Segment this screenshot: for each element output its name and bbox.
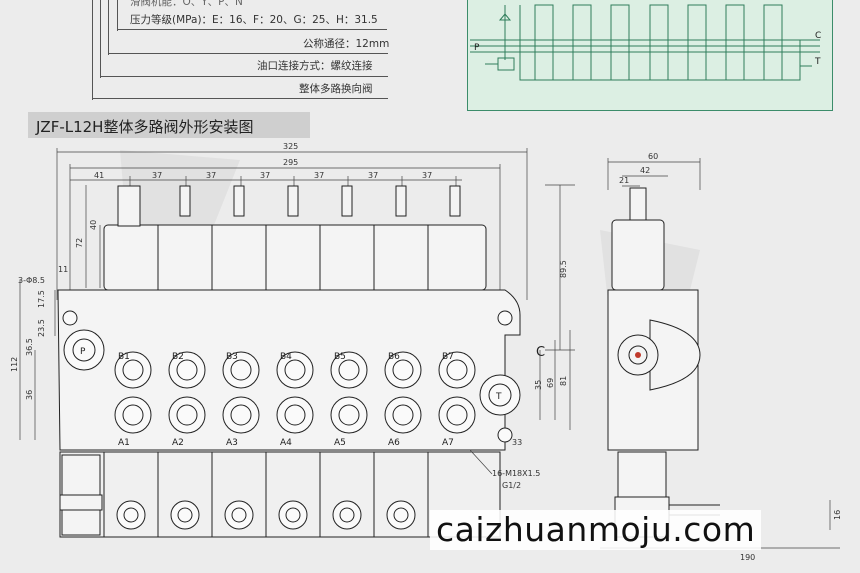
- watermark-text: caizhuanmoju.com: [430, 510, 762, 550]
- dim-33: 33: [512, 438, 522, 447]
- dim-23-5: 23.5: [37, 319, 46, 337]
- dim-35: 35: [534, 380, 543, 390]
- dim-36: 36: [25, 390, 34, 400]
- schematic-spools: [534, 4, 783, 81]
- spool-caps: [103, 224, 487, 291]
- side-view-body: [607, 187, 720, 538]
- handle-5: [341, 185, 353, 217]
- spec-leader-4: [117, 0, 118, 31]
- schematic-label-c: C: [815, 31, 821, 41]
- port-a7: A7: [442, 438, 454, 448]
- spec-underline-pressure: [117, 29, 387, 30]
- port-label-t: T: [495, 392, 502, 402]
- ports-b-row: [114, 351, 476, 389]
- spec-slide-function: 滑阀机能：O、Y、P、N: [130, 0, 243, 8]
- dim-17-5: 17.5: [37, 290, 46, 308]
- spec-connection: 油口连接方式：螺纹连接: [257, 60, 373, 72]
- dim-36-5: 36.5: [25, 338, 34, 356]
- spec-underline-type: [92, 98, 388, 99]
- handle-3: [233, 185, 245, 217]
- dim-81: 81: [559, 376, 568, 386]
- side-dim-190: 190: [740, 553, 755, 562]
- port-b3: B3: [226, 352, 238, 362]
- spec-leader-2: [100, 0, 101, 78]
- handle-stems: [117, 185, 461, 227]
- dim-3-phi: 3-Φ8.5: [18, 276, 45, 285]
- dim-37-b: 37: [206, 171, 216, 180]
- spool-end-circles: [116, 500, 416, 530]
- port-a2: A2: [172, 438, 184, 448]
- side-dim-42: 42: [640, 166, 650, 175]
- side-dim-60: 60: [648, 152, 658, 161]
- dim-325: 325: [283, 142, 298, 151]
- port-a1: A1: [118, 438, 130, 448]
- dim-37-e: 37: [368, 171, 378, 180]
- handle-6: [395, 185, 407, 217]
- dim-72: 72: [75, 238, 84, 248]
- schematic-label-p: P: [474, 43, 480, 53]
- spec-leader-3: [108, 0, 109, 55]
- dim-112: 112: [10, 357, 19, 372]
- dim-37-a: 37: [152, 171, 162, 180]
- spec-leader-1: [92, 0, 93, 100]
- spec-valve-type: 整体多路换向阀: [299, 83, 373, 95]
- dim-11: 11: [58, 265, 68, 274]
- section-title-box: [28, 112, 310, 138]
- side-dim-21: 21: [619, 176, 629, 185]
- side-dim-16: 16: [833, 510, 842, 520]
- port-a3: A3: [226, 438, 238, 448]
- dim-41: 41: [94, 171, 104, 180]
- dim-37-f: 37: [422, 171, 432, 180]
- port-b6: B6: [388, 352, 400, 362]
- spec-pressure-grade: 压力等级(MPa)：E：16、F：20、G：25、H：31.5: [130, 14, 378, 26]
- handle-1: [117, 185, 141, 227]
- ports-a-row: [114, 396, 476, 434]
- handle-7: [449, 185, 461, 217]
- port-b1: B1: [118, 352, 130, 362]
- side-port-center: [635, 352, 641, 358]
- schematic-label-t: T: [814, 57, 821, 67]
- main-ports: [62, 310, 521, 443]
- dim-89-5: 89.5: [559, 260, 568, 278]
- dim-37-c: 37: [260, 171, 270, 180]
- handle-2: [179, 185, 191, 217]
- port-b5: B5: [334, 352, 346, 362]
- handle-4: [287, 185, 299, 217]
- spec-underline-bore: [108, 53, 388, 54]
- port-label-p: P: [80, 347, 86, 357]
- dim-37-d: 37: [314, 171, 324, 180]
- port-b2: B2: [172, 352, 184, 362]
- thread-note-1: 16-M18X1.5: [492, 469, 540, 478]
- spec-underline-connection: [100, 76, 388, 77]
- thread-note-2: G1/2: [502, 481, 521, 490]
- port-label-c: C: [536, 345, 545, 360]
- port-a5: A5: [334, 438, 346, 448]
- spool-dividers: [103, 225, 429, 537]
- dim-69: 69: [546, 378, 555, 388]
- spec-nominal-bore: 公称通径：12mm: [303, 38, 390, 50]
- port-b7: B7: [442, 352, 454, 362]
- dim-40: 40: [89, 220, 98, 230]
- section-title: JZF-L12H整体多路阀外形安装图: [36, 118, 254, 136]
- schematic-graphic: [470, 4, 820, 81]
- port-a6: A6: [388, 438, 400, 448]
- left-fitting: [59, 454, 103, 536]
- port-b4: B4: [280, 352, 292, 362]
- dim-295: 295: [283, 158, 298, 167]
- port-a4: A4: [280, 438, 292, 448]
- thread-leader: [469, 449, 493, 475]
